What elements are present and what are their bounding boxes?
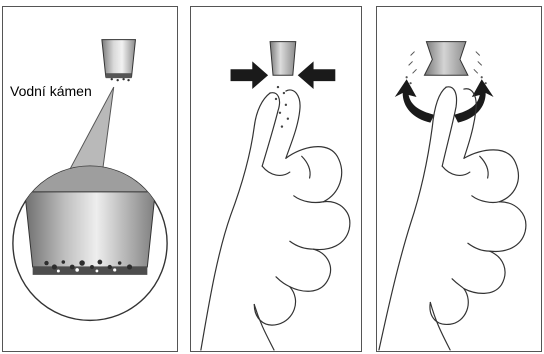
flex-aerator-icon (377, 7, 541, 351)
arrow-left (231, 61, 269, 89)
arrow-right (298, 61, 336, 89)
panel-scale-closeup: Vodní kámen (2, 6, 178, 352)
panel-flex (376, 6, 542, 352)
curved-arrow-left (395, 79, 435, 122)
aerator (270, 42, 296, 76)
scale-label: Vodní kámen (10, 83, 92, 99)
curved-arrow-right (454, 79, 494, 122)
hand-outline (201, 90, 350, 350)
aerator-small (102, 40, 136, 78)
aerator-scale-closeup-icon (3, 7, 177, 351)
panel-squeeze (190, 6, 362, 352)
squeeze-aerator-icon (191, 7, 361, 351)
aerator-deformed (424, 42, 467, 76)
hand-outline (379, 87, 526, 350)
